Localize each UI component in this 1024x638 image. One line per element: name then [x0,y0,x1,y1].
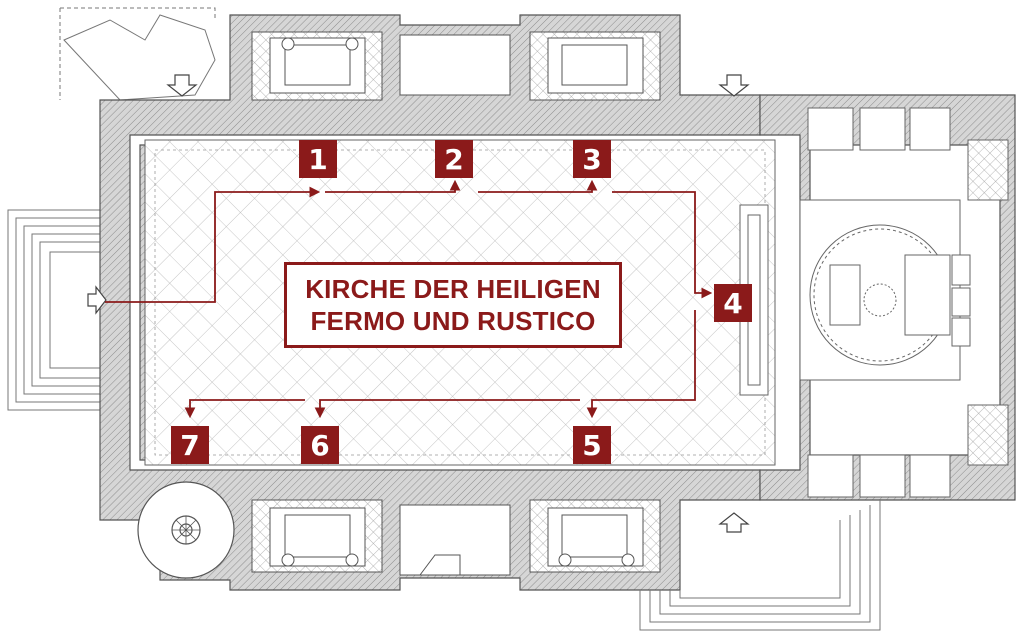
entrance-steps-left [7,209,109,411]
title-line-2: FERMO UND RUSTICO [310,306,596,336]
entrance-steps-bottom-right [639,500,881,631]
station-marker-1[interactable]: 1 [299,140,337,178]
chapels-top [251,31,661,101]
chapels-bottom [251,499,661,576]
church-title-box: KIRCHE DER HEILIGEN FERMO UND RUSTICO [284,262,622,348]
side-rooms [807,107,1009,498]
station-marker-5[interactable]: 5 [573,426,611,464]
title-line-1: KIRCHE DER HEILIGEN [305,274,601,304]
station-marker-3[interactable]: 3 [573,140,611,178]
station-marker-4[interactable]: 4 [714,284,752,322]
tower [137,481,235,579]
station-marker-7[interactable]: 7 [171,426,209,464]
exterior-outline-top-left [59,7,216,101]
station-marker-2[interactable]: 2 [435,140,473,178]
tour-route [105,179,713,419]
choir [739,199,971,396]
entrance-arrows [87,74,750,533]
station-marker-6[interactable]: 6 [301,426,339,464]
